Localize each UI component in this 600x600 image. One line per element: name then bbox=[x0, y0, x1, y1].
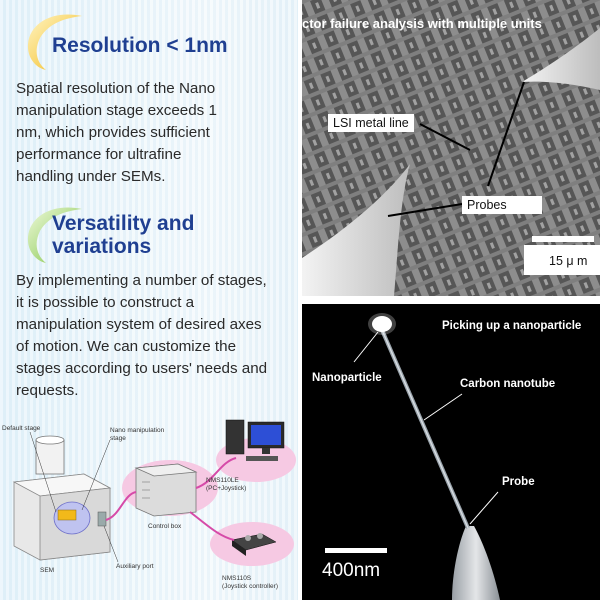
yellow-swoosh-icon bbox=[27, 14, 82, 70]
system-diagram: Default stage Nano manipulation stage SE… bbox=[2, 419, 296, 590]
cable bbox=[189, 511, 235, 541]
carbon-nanotube-core bbox=[381, 329, 469, 529]
text-line: it is possible to construct a bbox=[16, 294, 195, 311]
section-paragraph-versatility: By implementing a number of stages, it i… bbox=[16, 270, 292, 402]
label-probes: Probes bbox=[462, 196, 542, 214]
scale-label: 400nm bbox=[322, 560, 381, 581]
leader-line bbox=[81, 439, 111, 511]
pointer-line bbox=[487, 81, 525, 187]
control-box-icon bbox=[134, 463, 198, 517]
label-nano-stage-2: stage bbox=[110, 435, 126, 442]
label-nanoparticle: Nanoparticle bbox=[312, 372, 382, 384]
sem-image-nanoparticle: Picking up a nanoparticle Nanoparticle C… bbox=[302, 304, 600, 600]
scale-bar bbox=[325, 548, 387, 553]
probe-tip-lower bbox=[302, 164, 410, 296]
pc-icon bbox=[225, 419, 285, 461]
scale-label: 15 μ m bbox=[549, 254, 588, 268]
image-title: ctor failure analysis with multiple unit… bbox=[302, 16, 542, 31]
joystick-controller-icon bbox=[231, 533, 277, 556]
text-line: requests. bbox=[16, 382, 79, 399]
text-line: By implementing a number of stages, bbox=[16, 272, 267, 289]
pointer-line bbox=[423, 393, 463, 421]
probe-body bbox=[452, 526, 500, 600]
label-control-box: Control box bbox=[148, 523, 182, 530]
cable bbox=[195, 457, 237, 489]
label-nms110s: NMS110S bbox=[222, 575, 252, 582]
text-line: manipulation system of desired axes bbox=[16, 316, 262, 333]
pointer-line bbox=[419, 123, 471, 151]
pointer-line bbox=[353, 331, 379, 363]
label-auxiliary-port: Auxiliary port bbox=[116, 563, 154, 570]
probe-tip-upper bbox=[522, 28, 600, 90]
scale-bar bbox=[532, 236, 594, 242]
cable bbox=[105, 491, 137, 521]
text-line: manipulation stage exceeds 1 bbox=[16, 102, 217, 119]
text-line: handling under SEMs. bbox=[16, 168, 166, 185]
label-nms110s-2: (Joystick controller) bbox=[222, 583, 278, 590]
label-nms110le-2: (PC+Joystick) bbox=[206, 485, 246, 492]
section-paragraph-resolution: Spatial resolution of the Nano manipulat… bbox=[16, 78, 292, 188]
nanoparticle bbox=[372, 316, 392, 332]
section-heading-resolution: Resolution < 1nm bbox=[52, 34, 228, 57]
pointer-line bbox=[469, 491, 499, 525]
nanotube-scene bbox=[353, 313, 500, 600]
green-swoosh-icon bbox=[27, 207, 82, 263]
image-title: Picking up a nanoparticle bbox=[442, 320, 582, 332]
leader-line bbox=[103, 525, 119, 563]
text-line: nm, which provides sufficient bbox=[16, 124, 210, 141]
heading-line: variations bbox=[52, 235, 152, 258]
section-heading-versatility: Versatility and variations bbox=[52, 212, 194, 258]
label-carbon-nanotube: Carbon nanotube bbox=[460, 378, 556, 390]
text-line: stages according to users' needs and bbox=[16, 360, 268, 377]
scale-label-box bbox=[524, 245, 600, 275]
label-nano-stage: Nano manipulation bbox=[110, 427, 165, 434]
text-line: Spatial resolution of the Nano bbox=[16, 80, 216, 97]
pointer-line bbox=[387, 203, 463, 217]
heading-line: Versatility and bbox=[52, 212, 195, 235]
leader-line bbox=[29, 431, 57, 513]
label-lsi-metal-line: LSI metal line bbox=[328, 114, 414, 132]
sem-chamber-icon bbox=[12, 435, 112, 561]
text-line: of motion. We can customize the bbox=[16, 338, 237, 355]
left-text-panel: Resolution < 1nm Spatial resolution of t… bbox=[0, 0, 298, 600]
label-default-stage: Default stage bbox=[2, 425, 41, 432]
text-line: performance for ultrafine bbox=[16, 146, 182, 163]
label-nms110le: NMS110LE bbox=[206, 477, 239, 484]
label-probe: Probe bbox=[502, 476, 535, 488]
label-sem: SEM bbox=[40, 567, 54, 574]
